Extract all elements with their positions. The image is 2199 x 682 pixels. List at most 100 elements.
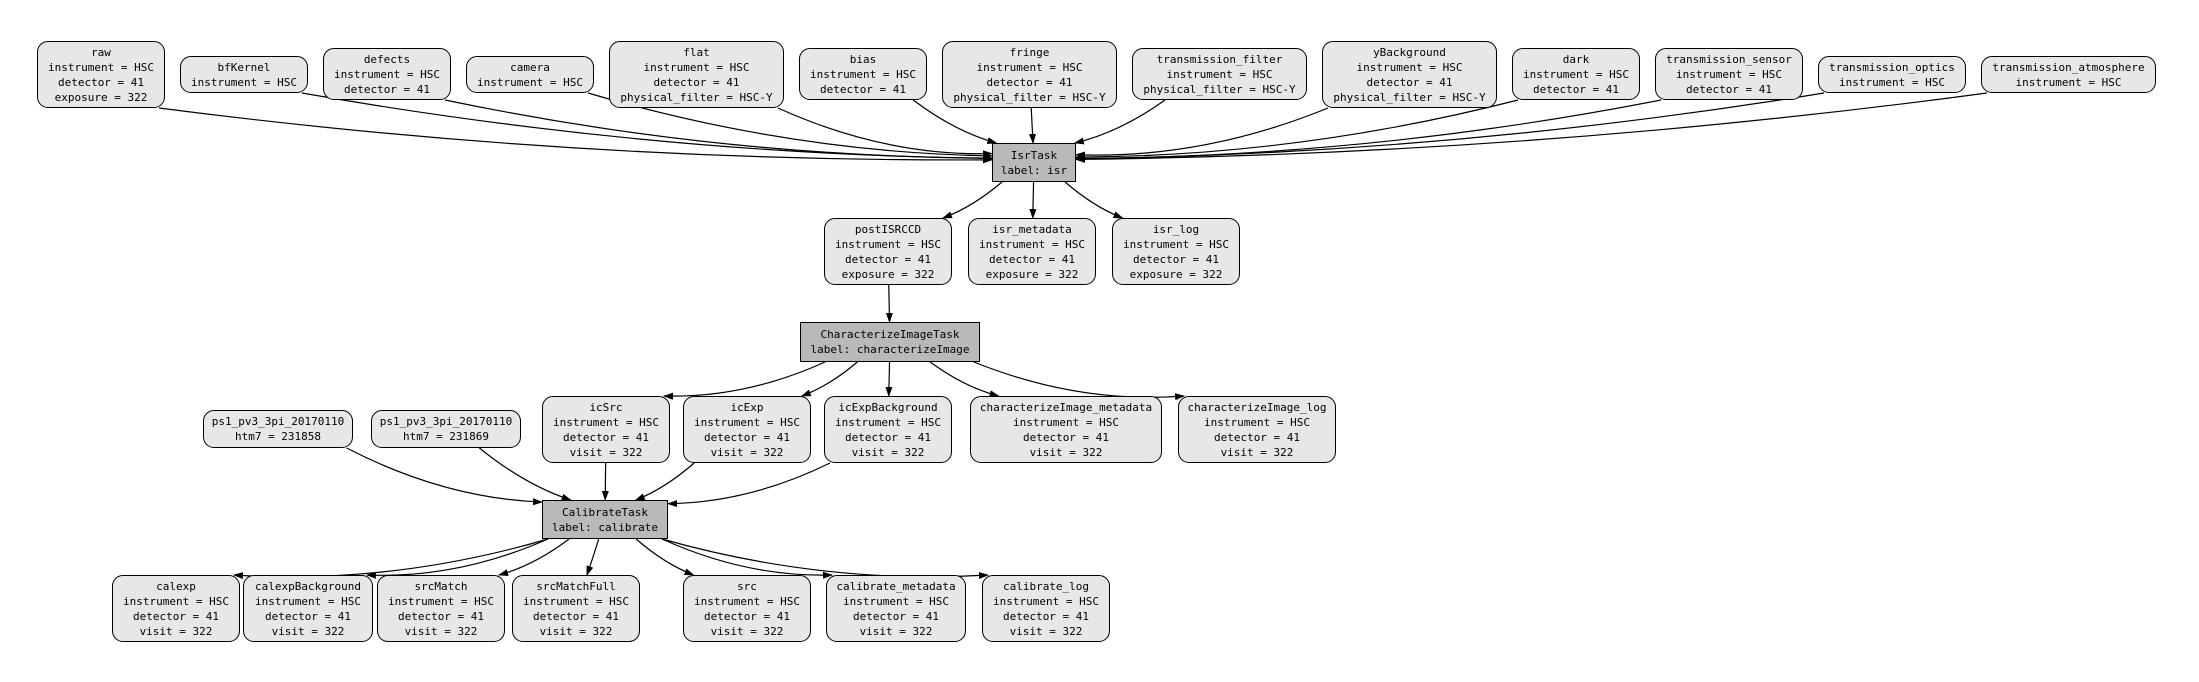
edge-transmission_filter-to-isr	[1073, 99, 1166, 145]
node-label-line: instrument = HSC	[1356, 60, 1463, 74]
node-label-line: yBackground	[1373, 45, 1446, 59]
node-label-line: detector = 41	[562, 430, 650, 444]
node-label-line: visit = 322	[271, 624, 345, 638]
edge-transmission_sensor-to-isr	[1075, 99, 1662, 162]
node-label-line: detector = 41	[988, 252, 1076, 266]
node-label-line: instrument = HSC	[835, 415, 941, 429]
node-label-line: calibrate_metadata	[836, 579, 956, 593]
node-label-line: CalibrateTask	[561, 505, 649, 519]
node-label-line: instrument = HSC	[1676, 67, 1782, 81]
edge-transmission_optics-to-isr	[1075, 92, 1825, 163]
node-label-line: icSrc	[589, 400, 623, 414]
node-label-line: instrument = HSC	[553, 415, 659, 429]
node-label-line: characterizeImage_metadata	[979, 400, 1153, 414]
node-label-line: icExp	[730, 400, 764, 414]
edge-yBackground-to-isr	[1075, 107, 1329, 159]
node-label-line: ps1_pv3_3pi_20170110	[211, 415, 345, 428]
node-label-line: transmission_filter	[1156, 52, 1283, 66]
node-label-line: instrument = HSC	[976, 60, 1083, 74]
edge-characterizeImage-to-characterizeImage_log	[973, 361, 1185, 401]
edge-isr-to-isr_metadata	[1029, 181, 1037, 219]
node-label-line: detector = 41	[1532, 82, 1620, 96]
node-label-line: exposure = 322	[985, 267, 1079, 281]
edge-ps1_b-to-calibrate	[479, 447, 572, 501]
node-label-line: label: calibrate	[552, 520, 658, 534]
node-label-line: camera	[510, 60, 550, 74]
node-label-line: exposure = 322	[841, 267, 935, 281]
node-label-line: transmission_atmosphere	[1992, 60, 2145, 74]
edge-ps1_a-to-calibrate	[346, 447, 543, 506]
node-label-line: instrument = HSC	[1204, 415, 1310, 429]
node-label-line: detector = 41	[1132, 252, 1220, 266]
node-label-line: visit = 322	[404, 624, 478, 638]
node-label-line: instrument = HSC	[1523, 67, 1629, 81]
node-label-line: instrument = HSC	[48, 60, 154, 74]
node-label-line: detector = 41	[703, 609, 791, 623]
node-label-line: detector = 41	[986, 75, 1073, 89]
node-label-line: instrument = HSC	[1839, 75, 1945, 89]
node-label-line: instrument = HSC	[2015, 75, 2122, 89]
node-label-line: visit = 322	[569, 445, 643, 459]
edge-characterizeImage-to-icExp	[800, 361, 858, 397]
node-label-line: bias	[849, 52, 877, 66]
node-label-line: detector = 41	[343, 82, 431, 96]
node-label-line: exposure = 322	[54, 90, 148, 104]
node-label-line: isr_log	[1152, 222, 1200, 236]
node-label-line: detector = 41	[844, 252, 932, 266]
node-label-line: physical_filter = HSC-Y	[1333, 90, 1486, 104]
node-label-line: visit = 322	[710, 624, 784, 638]
edge-isr-to-isr_log	[1064, 181, 1124, 219]
edge-flat-to-isr	[777, 107, 993, 158]
node-label-line: detector = 41	[852, 609, 940, 623]
edge-postISRCCD-to-characterizeImage	[885, 284, 893, 323]
node-label-line: instrument = HSC	[1166, 67, 1273, 81]
node-label-line: instrument = HSC	[694, 594, 800, 608]
node-label-line: instrument = HSC	[694, 415, 800, 429]
node-label-line: visit = 322	[859, 624, 933, 638]
node-label-line: detector = 41	[844, 430, 932, 444]
edge-icExpBackground-to-calibrate	[667, 462, 831, 508]
node-label-line: flat	[683, 45, 710, 59]
node-label-line: IsrTask	[1010, 148, 1058, 162]
node-label-line: visit = 322	[710, 445, 784, 459]
edge-calibrate-to-srcMatch	[498, 538, 570, 576]
edge-bias-to-isr	[912, 99, 998, 144]
node-label-line: srcMatch	[414, 579, 468, 593]
node-label-line: calexpBackground	[255, 579, 361, 593]
node-label-line: physical_filter = HSC-Y	[953, 90, 1106, 104]
edge-icExp-to-calibrate	[634, 462, 695, 501]
node-label-line: instrument = HSC	[810, 67, 916, 81]
edge-characterizeImage-to-icExpBackground	[885, 361, 893, 397]
node-label-line: detector = 41	[819, 82, 907, 96]
node-label-line: transmission_optics	[1829, 60, 1955, 74]
edge-calibrate-to-srcMatchFull	[586, 538, 600, 576]
edge-isr-to-postISRCCD	[942, 181, 1003, 219]
node-label-line: detector = 41	[1366, 75, 1453, 89]
node-label-line: detector = 41	[703, 430, 791, 444]
node-label-line: bfKernel	[217, 60, 271, 74]
node-label-line: fringe	[1009, 45, 1050, 59]
node-label-line: label: characterizeImage	[810, 343, 970, 356]
node-label-line: detector = 41	[1213, 430, 1301, 444]
node-label-line: physical_filter = HSC-Y	[1143, 82, 1296, 96]
edge-camera-to-isr	[587, 92, 993, 160]
node-label-line: visit = 322	[539, 624, 613, 638]
edge-characterizeImage-to-characterizeImage_metadata	[929, 361, 1000, 398]
node-label-line: instrument = HSC	[255, 594, 361, 608]
